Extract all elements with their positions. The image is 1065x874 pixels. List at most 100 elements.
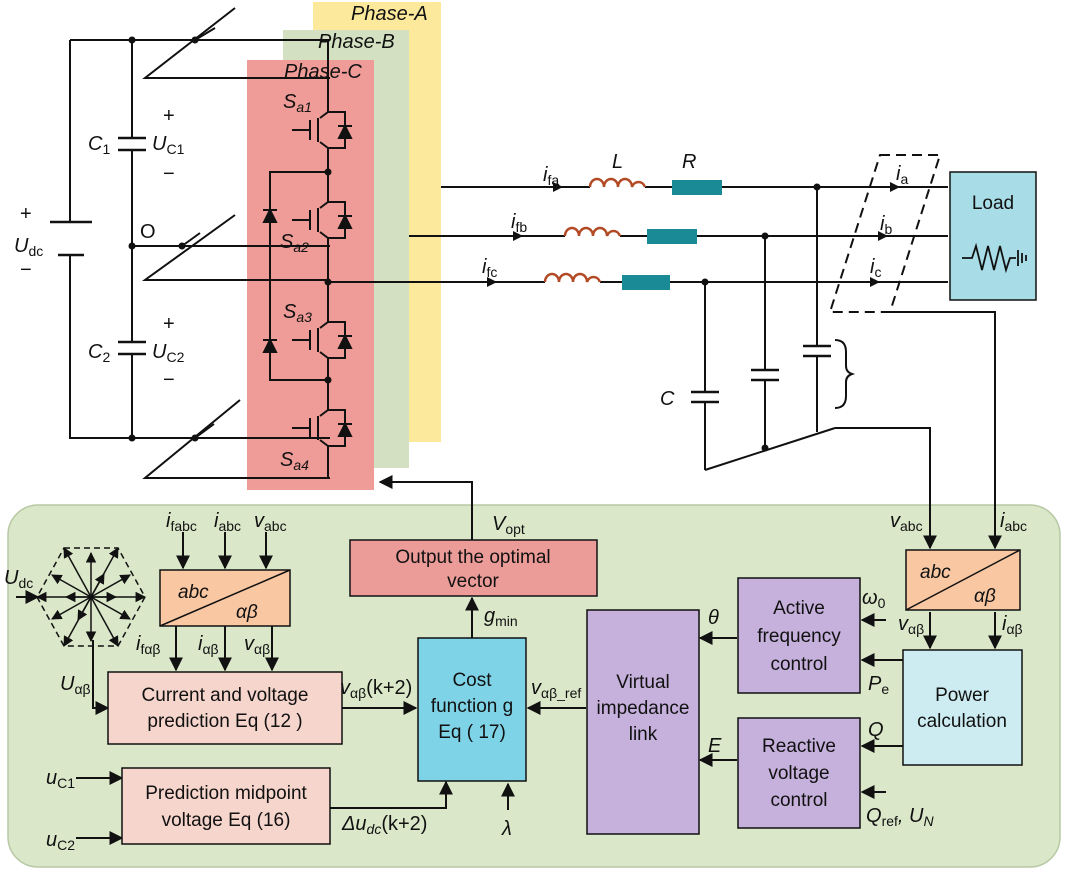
uc1-minus: − [163, 163, 175, 185]
cost-function-block [417, 637, 527, 782]
output-ifab-label: ifαβ [136, 633, 161, 657]
switch-sa4-label: Sa4 [280, 449, 309, 473]
vopt-label: Vopt [492, 513, 525, 537]
afc-line2: frequency [757, 626, 841, 647]
resistor-icon [962, 242, 1016, 274]
cost-line3: Eq ( 17) [438, 722, 506, 743]
vab-right-label: vαβ [898, 613, 924, 637]
transform-ab-text: αβ [236, 602, 258, 623]
input-ifabc-label: ifabc [166, 510, 197, 534]
current-ifc-label: ifc [482, 256, 497, 280]
virtual-line1: Virtual [616, 672, 670, 693]
output-vab-label: vαβ [244, 633, 270, 657]
current-ic-label: ic [870, 256, 881, 280]
current-ib-label: ib [880, 213, 892, 237]
vab-k2-label: vαβ(k+2) [340, 677, 412, 701]
uc1-plus: + [163, 105, 175, 127]
vab-ref-label: vαβ_ref [531, 677, 581, 701]
switch-sa2-label: Sa2 [280, 231, 309, 255]
virtual-line3: link [629, 724, 658, 745]
resistor-label: R [682, 151, 696, 173]
transform-abc-text: abc [178, 582, 209, 603]
udc-plus: + [20, 203, 32, 225]
input-iabc-label: iabc [214, 510, 241, 534]
power-line2: calculation [917, 711, 1007, 732]
transform-diagonal [159, 569, 291, 627]
switch-sa1-label: Sa1 [283, 91, 312, 115]
resistor-r [672, 180, 722, 195]
pe-label: Pe [868, 673, 889, 697]
uc2-input-label: uC2 [46, 829, 75, 853]
virtual-line2: impedance [597, 698, 690, 719]
current-ia-label: ia [896, 163, 908, 187]
vabc-right-label: vabc [890, 510, 923, 534]
iabc-right-label: iabc [1000, 510, 1027, 534]
qref-un-label: Qref, UN [866, 805, 934, 829]
current-ifa-label: ifa [543, 164, 559, 188]
uc1-input-label: uC1 [46, 767, 75, 791]
e-label: E [708, 735, 722, 757]
rvc-line1: Reactive [762, 736, 836, 757]
uab-label: Uαβ [60, 673, 91, 697]
theta-label: θ [708, 607, 719, 629]
rvc-line2: voltage [768, 763, 829, 784]
prediction-line1: Current and voltage [142, 685, 309, 706]
capacitor-label: C [660, 388, 675, 410]
phase-a-label: Phase-A [351, 3, 428, 25]
uc2-plus: + [163, 313, 175, 335]
inductor-l [543, 177, 647, 283]
power-line1: Power [935, 685, 990, 706]
resistor-r [647, 229, 697, 244]
reactive-voltage-control-block [737, 717, 861, 829]
udc-minus: − [20, 259, 32, 281]
midpoint-o-label: O [140, 221, 156, 243]
iab-right-label: iαβ [1002, 613, 1023, 637]
output-wiring [330, 186, 948, 471]
output-block-line1: Output the optimal [395, 547, 550, 568]
inductor-label: L [612, 151, 623, 173]
c1-label: C1 [88, 133, 110, 157]
udc-control-label: Udc [4, 567, 33, 591]
cost-line1: Cost [452, 670, 492, 691]
output-iab-label: iαβ [198, 633, 219, 657]
ground-icon [1017, 250, 1027, 266]
midpoint-prediction-block [121, 767, 331, 845]
uc2-label: UC2 [152, 341, 185, 365]
q-label: Q [868, 719, 884, 741]
current-feedback-wire [890, 311, 1002, 550]
uc1-label: UC1 [152, 133, 185, 157]
delta-udc-label: Δudc(k+2) [341, 813, 427, 837]
lambda-label: λ [501, 818, 512, 840]
transform-diagonal-right [905, 549, 1021, 611]
afc-line3: control [770, 654, 827, 675]
transform-ab-text-right: αβ [974, 586, 996, 607]
load-label: Load [972, 193, 1014, 214]
cost-line2: function g [431, 696, 513, 717]
current-voltage-prediction-block [107, 671, 343, 745]
power-calculation-block [902, 649, 1023, 766]
uc2-minus: − [163, 369, 175, 391]
input-vabc-label: vabc [254, 510, 287, 534]
dc-bus-wiring [50, 7, 330, 479]
phase-c-label: Phase-C [284, 61, 362, 83]
space-vector-hexagon-icon [35, 547, 147, 647]
output-optimal-vector-block [349, 539, 598, 597]
omega0-label: ω0 [862, 587, 886, 611]
load-block [949, 171, 1037, 301]
c2-label: C2 [88, 341, 110, 365]
gmin-label: gmin [484, 605, 518, 629]
phase-b-label: Phase-B [318, 31, 395, 53]
udc-label: Udc [14, 235, 43, 259]
control-wiring [16, 475, 1002, 845]
midpoint-line2: voltage Eq (16) [162, 810, 291, 831]
voltage-feedback-wire [835, 427, 937, 550]
output-block-line2: vector [447, 571, 499, 592]
virtual-impedance-block [586, 609, 700, 835]
transform-abc-text-right: abc [920, 562, 951, 583]
switch-sa3-label: Sa3 [283, 301, 312, 325]
prediction-line2: prediction Eq (12 ) [147, 711, 302, 732]
current-ifb-label: ifb [511, 211, 527, 235]
active-frequency-control-block [737, 577, 861, 694]
rvc-line3: control [770, 790, 827, 811]
